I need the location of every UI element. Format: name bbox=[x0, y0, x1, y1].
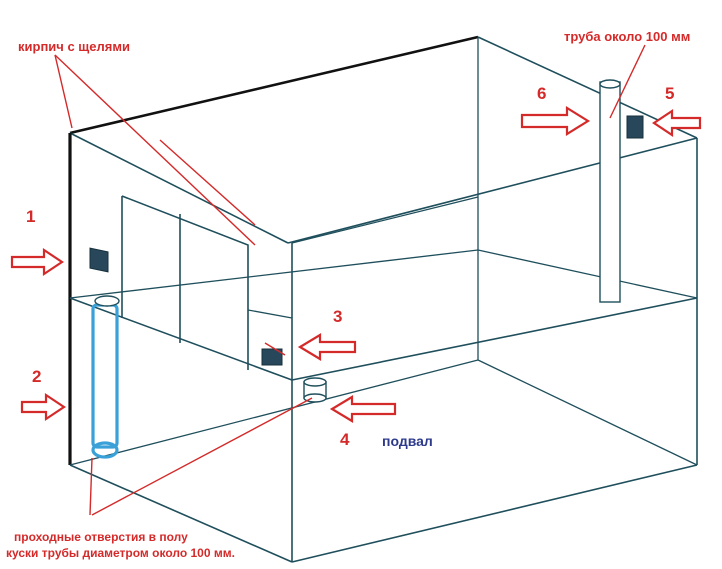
interior-line bbox=[291, 196, 479, 244]
top-front-left-edge bbox=[69, 132, 289, 244]
top-front-right-edge bbox=[287, 137, 698, 244]
roof-pipe-body bbox=[599, 81, 621, 303]
bottom-back-right bbox=[477, 359, 698, 466]
leader-brick-1 bbox=[54, 54, 73, 129]
roof-pipe-top bbox=[599, 79, 621, 89]
arrow-3-icon bbox=[297, 333, 357, 361]
bottom-front-right bbox=[291, 464, 698, 563]
floor-pipe-right-top bbox=[303, 377, 327, 387]
vent-5-icon bbox=[626, 115, 644, 139]
leader-pipe-top bbox=[609, 44, 646, 119]
bottom-front-left bbox=[69, 464, 293, 563]
leader-hole-right bbox=[91, 397, 313, 516]
floor-front-left bbox=[69, 297, 293, 381]
marker-6: 6 bbox=[537, 84, 546, 103]
arrow-6-icon bbox=[520, 106, 591, 136]
floor-front-right bbox=[291, 297, 698, 381]
arrow-4-icon bbox=[329, 395, 397, 423]
label-basement: подвал bbox=[382, 433, 433, 449]
floor-pipe-left bbox=[91, 295, 120, 459]
floor-back-left bbox=[69, 249, 479, 299]
arrow-1-icon bbox=[10, 247, 64, 277]
marker-2: 2 bbox=[32, 367, 41, 386]
floor-pipe-right bbox=[303, 377, 327, 403]
label-floor-holes-line2: куски трубы диаметром около 100 мм. bbox=[6, 546, 235, 560]
arrow-2-icon bbox=[20, 392, 66, 422]
floor-pipe-left-highlight bbox=[91, 303, 119, 449]
leader-brick-3 bbox=[159, 139, 256, 226]
building-box bbox=[68, 35, 698, 563]
floor-pipe-left-bottom bbox=[91, 441, 119, 459]
top-back-edge bbox=[69, 35, 479, 135]
inner-wall-link bbox=[247, 309, 293, 319]
marker-4: 4 bbox=[340, 430, 350, 449]
bottom-back-left bbox=[69, 359, 479, 466]
label-pipe-top: труба около 100 мм bbox=[564, 29, 690, 44]
marker-3: 3 bbox=[333, 307, 342, 326]
leader-hole-left bbox=[89, 457, 93, 516]
arrow-5-icon bbox=[652, 108, 702, 138]
leader-vent-3 bbox=[264, 342, 286, 356]
marker-1: 1 bbox=[26, 207, 35, 226]
marker-5: 5 bbox=[665, 84, 674, 103]
roof-pipe bbox=[599, 79, 621, 303]
floor-back-right bbox=[477, 249, 698, 299]
label-brick-gaps: кирпич с щелями bbox=[18, 39, 130, 54]
label-floor-holes-line1: проходные отверстия в полу bbox=[14, 530, 188, 544]
floor-pipe-left-top bbox=[94, 295, 120, 307]
vent-1-icon bbox=[89, 247, 109, 273]
vent-3-icon bbox=[261, 348, 283, 366]
inner-wall-top bbox=[121, 195, 249, 370]
leader-brick-2 bbox=[54, 54, 256, 246]
leaders bbox=[54, 44, 646, 516]
